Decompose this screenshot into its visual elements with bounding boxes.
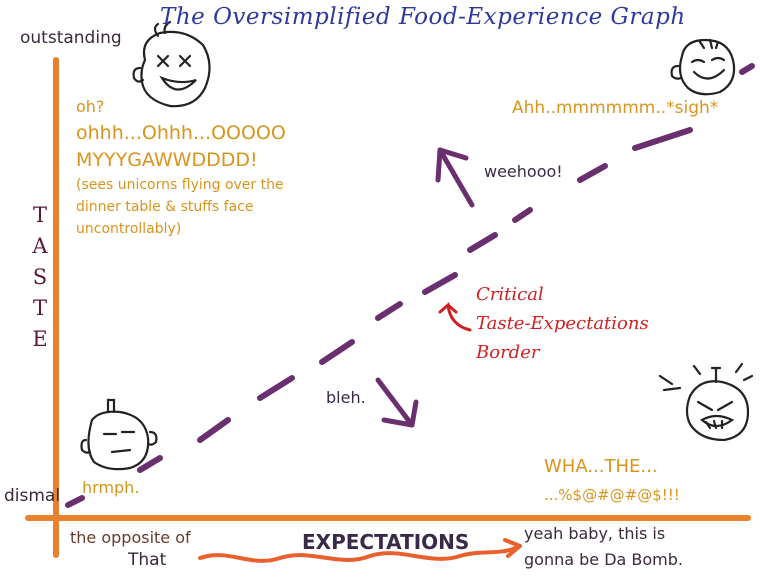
x-axis-right-line2: gonna be Da Bomb.	[524, 550, 684, 569]
annotation-line: oh?	[76, 97, 105, 116]
y-axis-letter: T	[32, 296, 47, 320]
border-label-line: Border	[476, 342, 540, 363]
bottom-right-annotation-line1: WHA...THE...	[544, 456, 658, 477]
annotation-line: MYYYGAWWDDDD!	[76, 149, 258, 171]
border-label-line: Critical	[476, 284, 544, 305]
angry-face-icon	[658, 362, 754, 442]
y-axis-letter: E	[32, 327, 48, 351]
ecstatic-face-icon	[132, 20, 211, 108]
y-axis-letter: A	[32, 234, 48, 258]
blissful-face-icon	[670, 38, 736, 96]
bottom-right-annotation-line2: ...%$@#@#@$!!!	[544, 486, 680, 504]
border-label: Critical Taste-Expectations Border	[476, 280, 649, 367]
border-label-line: Taste-Expectations	[476, 313, 649, 334]
upper-arrow-annotation: weehooo!	[484, 162, 563, 181]
critical-border-line	[65, 63, 755, 508]
y-axis-letter: T	[32, 203, 47, 227]
bored-face-icon	[80, 398, 158, 471]
bottom-left-annotation: hrmph.	[82, 478, 140, 497]
annotation-line: uncontrollably)	[76, 221, 182, 237]
top-left-annotation: oh? ohhh...Ohhh...OOOOO MYYYGAWWDDDD! (s…	[76, 94, 286, 240]
x-axis-label: EXPECTATIONS	[302, 530, 470, 554]
y-axis-bottom-label: dismal	[4, 486, 61, 506]
x-axis-left-line2: That	[128, 550, 167, 570]
down-arrow	[375, 377, 419, 428]
y-axis-label: T A S T E	[30, 200, 50, 355]
diagram-title: The Oversimplified Food-Experience Graph	[160, 4, 686, 30]
y-axis-top-label: outstanding	[20, 28, 122, 48]
annotation-line: (sees unicorns flying over the	[76, 177, 284, 193]
lower-arrow-annotation: bleh.	[326, 388, 366, 407]
y-axis-letter: S	[32, 265, 48, 289]
up-arrow	[435, 147, 475, 208]
annotation-line: ohhh...Ohhh...OOOOO	[76, 122, 286, 144]
x-axis-left-line1: the opposite of	[70, 528, 191, 547]
annotation-line: dinner table & stuffs face	[76, 199, 254, 215]
top-right-annotation: Ahh..mmmmmm..*sigh*	[512, 98, 719, 118]
expectations-wave-arrowhead	[503, 538, 522, 558]
x-axis-right-line1: yeah baby, this is	[524, 524, 666, 543]
expectations-wave-arrow	[198, 546, 517, 563]
border-pointer-arrow	[438, 301, 472, 332]
